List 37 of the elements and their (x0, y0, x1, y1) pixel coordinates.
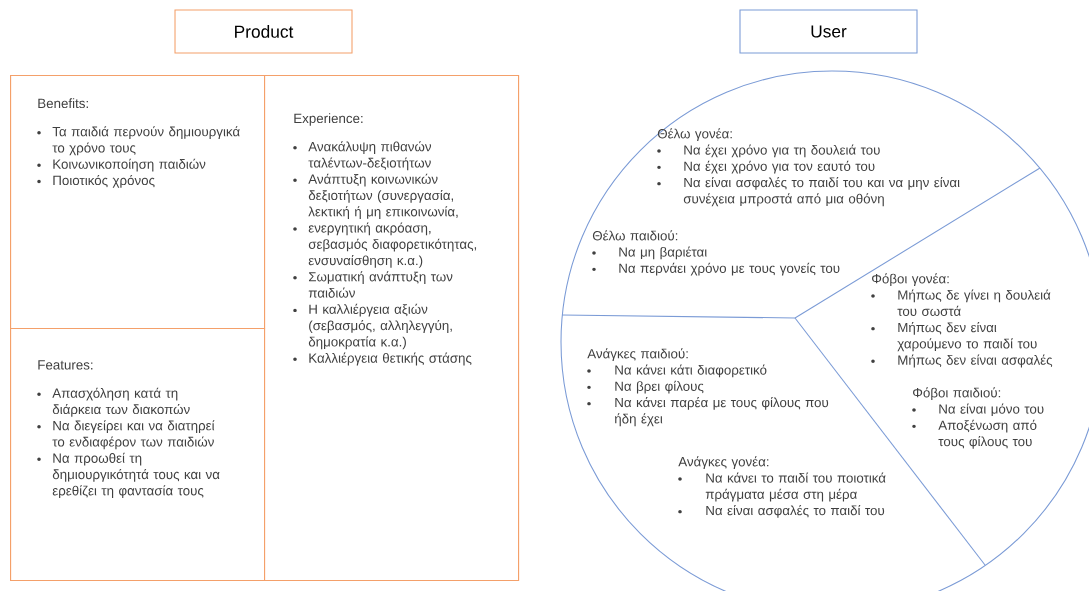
bullet-item: Απασχόληση κατά τη διάρκεια των διακοπών (52, 387, 190, 417)
title-box: Product (174, 9, 353, 54)
title-box: User (739, 9, 918, 54)
heading-text: Φόβοι παιδιού: (913, 387, 1001, 401)
bullet-item: Να μη βαριέται (619, 246, 707, 260)
heading-text: Φόβοι γονέα: (872, 273, 949, 287)
bullet-item: Να κάνει παρέα με τους φίλους που ήδη έχει (614, 397, 829, 427)
bullet-item: Να έχει χρόνο για τον εαυτό του (684, 160, 875, 174)
bullet-item: Η καλλιέργεια αξιών (σεβασμός, αλληλεγγύη, δημοκρατία κ.α.) (308, 303, 452, 350)
bullet-item: Μήπως δεν είναι ασφαλές (898, 354, 1053, 368)
bullet-item: Να είναι ασφαλές το παιδί του και να μην είναι συνέχεια μπροστά από μια οθόνη (683, 177, 960, 207)
bullet-item: Καλλιέργεια θετικής στάσης (309, 352, 472, 366)
bullet-item: Να περνάει χρόνο με τους γονείς του (619, 262, 840, 276)
bullet-item: Ποιοτικός χρόνος (53, 174, 155, 188)
bullet-item: Ανακάλυψη πιθανών ταλέντων-δεξιοτήτων (308, 141, 432, 171)
bullet-item: Να διεγείρει και να διατηρεί το ενδιαφέρον των παιδιών (52, 420, 215, 450)
heading-text: Features: (38, 360, 93, 370)
bullet-item: Να κάνει το παιδί του ποιοτικά πράγματα μέσα στη μέρα (705, 472, 886, 502)
bullet-item: Να προωθεί τη δημιουργικότητά τους και να ερεθίζει τη φαντασία τους (52, 452, 220, 499)
heading-text: Experience: (294, 113, 363, 126)
bullet-item: Αποξένωση από τους φίλους του (938, 419, 1037, 449)
heading-text: Θέλω γονέα: (657, 128, 732, 142)
bullet-item: Σωματική ανάπτυξη των παιδιών (308, 271, 453, 298)
bullet-item: Να έχει χρόνο για τη δουλειά του (684, 144, 880, 158)
bullet-item: Τα παιδιά περνούν δημιουργικά το χρόνο τους (52, 126, 240, 156)
heading-text: Ανάγκες γονέα: (678, 456, 769, 470)
bullet-item: Μήπως δε γίνει η δουλειά του σωστά (897, 289, 1051, 316)
bullet-item: Να βρει φίλους (615, 380, 704, 394)
bullet-item: Μήπως δεν είναι χαρούμενο το παιδί του (897, 322, 1037, 352)
heading-text: Benefits: (38, 98, 88, 109)
bullet-item: ενεργητική ακρόαση, σεβασμός διαφορετικότητας, ενσυναίσθηση κ.α.) (308, 222, 477, 268)
bullet-item: Να κάνει κάτι διαφορετικό (615, 364, 767, 378)
bullet-item: Κοινωνικοποίηση παιδιών (53, 158, 206, 172)
bullet-item: Να είναι ασφαλές το παιδί του (706, 505, 885, 518)
heading-text: Θέλω παιδιού: (592, 230, 678, 241)
heading-text: Ανάγκες παιδιού: (587, 348, 688, 362)
bullet-item: Να είναι μόνο του (939, 403, 1044, 417)
